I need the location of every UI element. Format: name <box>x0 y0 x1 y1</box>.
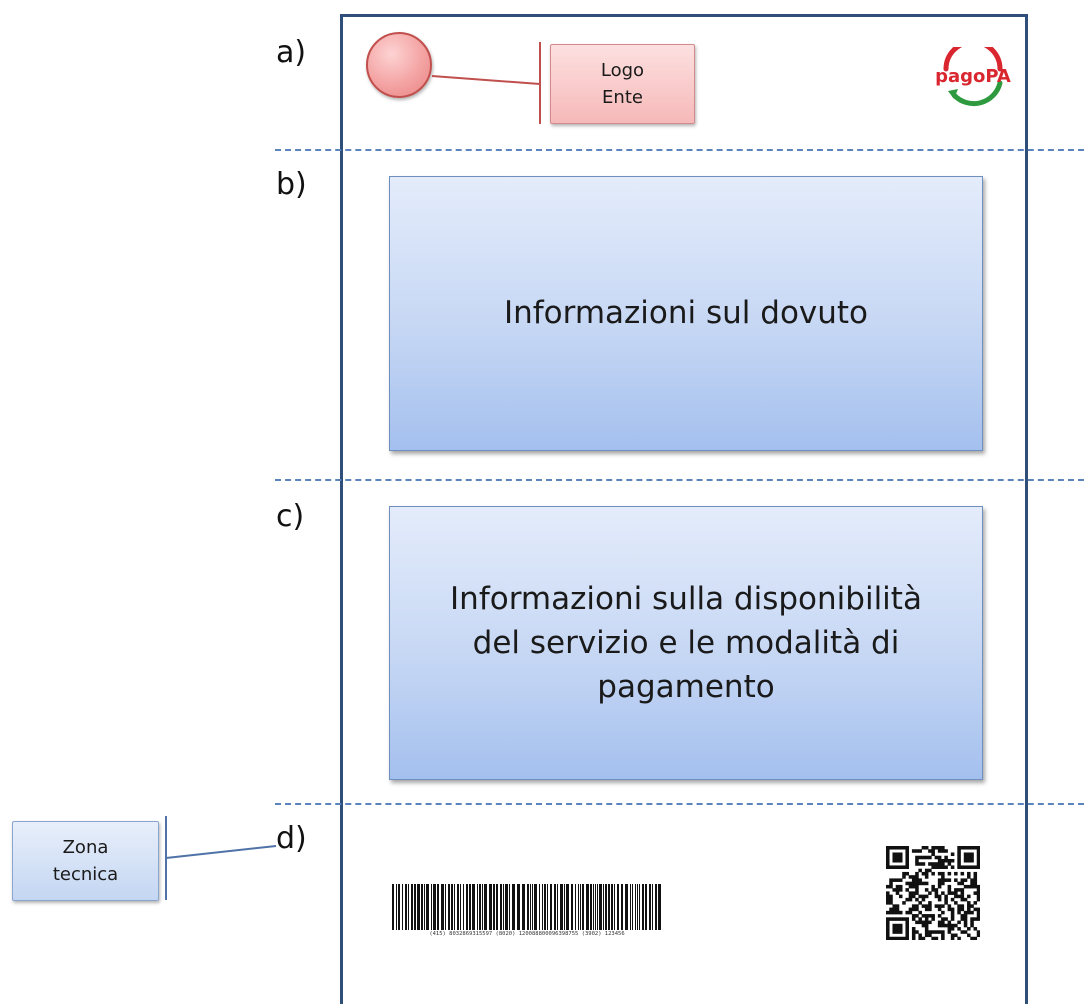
divider-c-d <box>275 803 1084 805</box>
section-label-b: b) <box>276 167 307 202</box>
info-servizio-line1: Informazioni sulla disponibilità <box>450 580 922 617</box>
payment-notice-frame <box>340 14 1028 1004</box>
info-dovuto-box: Informazioni sul dovuto <box>389 176 983 451</box>
logo-ente-callout: Logo Ente <box>550 44 695 124</box>
barcode-caption: (415) 8032869315597 (8020) 1200888000963… <box>429 931 625 937</box>
zona-tecnica-line1: Zona <box>62 837 109 858</box>
info-servizio-line3: pagamento <box>597 669 775 705</box>
section-label-a: a) <box>276 35 307 70</box>
divider-b-c <box>275 479 1084 481</box>
ente-logo-placeholder <box>366 32 432 98</box>
zona-tecnica-connector <box>165 816 277 900</box>
pagopa-logo-text: pagoPA <box>935 66 1011 87</box>
divider-a-b <box>275 149 1084 151</box>
section-label-c: c) <box>276 499 305 534</box>
logo-callout-connector <box>431 42 541 124</box>
info-dovuto-text: Informazioni sul dovuto <box>503 295 869 332</box>
logo-callout-line2: Ente <box>602 87 643 108</box>
section-label-d: d) <box>276 821 307 856</box>
pagopa-logo: pagoPA <box>935 47 1011 107</box>
logo-callout-line1: Logo <box>600 60 645 81</box>
info-servizio-line2: del servizio e le modalità di <box>472 624 900 661</box>
zona-tecnica-callout: Zona tecnica <box>12 821 159 901</box>
barcode <box>392 884 661 930</box>
info-servizio-box: Informazioni sulla disponibilità del ser… <box>389 506 983 780</box>
zona-tecnica-line2: tecnica <box>52 864 119 885</box>
qr-code <box>886 846 980 940</box>
